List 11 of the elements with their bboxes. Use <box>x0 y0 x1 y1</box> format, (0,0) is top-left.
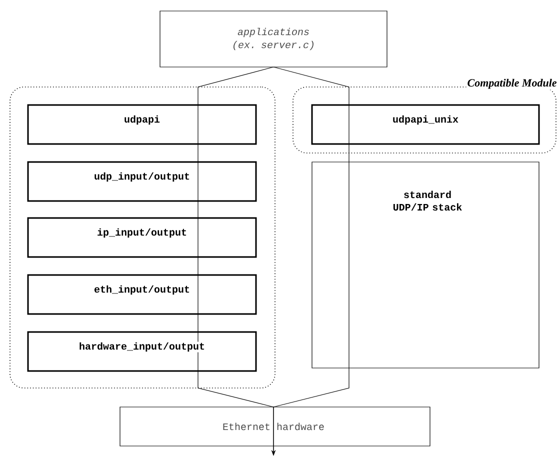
dotted-group-box <box>10 86 276 388</box>
module-box: ip_input/output <box>27 217 257 258</box>
module-box: udpapi <box>27 104 257 145</box>
application-box: applications (ex. server.c) <box>160 10 388 68</box>
module-box: eth_input/output <box>27 274 257 315</box>
module-box: udpapi_unix <box>311 104 540 145</box>
node-label: Compatible Module <box>468 78 557 89</box>
module-box: udp_input/output <box>27 161 257 202</box>
module-box: hardware_input/output <box>27 331 257 372</box>
stack-box: standard UDP/IP stack <box>312 162 540 368</box>
hardware-box: Ethernet hardware <box>120 406 430 446</box>
